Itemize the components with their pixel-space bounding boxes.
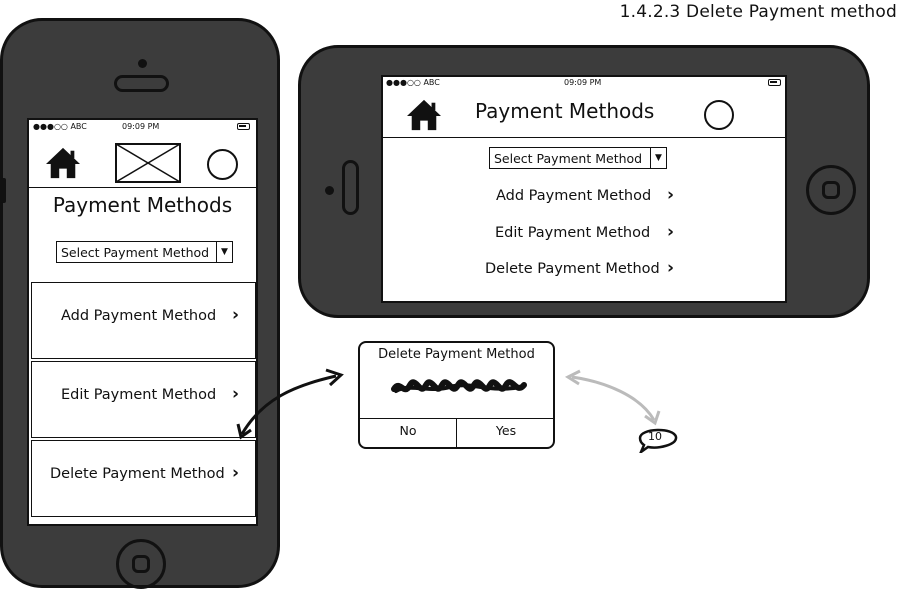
arrowhead-dialog-side-icon — [564, 369, 581, 386]
menu-item-delete-payment-method[interactable]: Delete Payment Method › — [31, 440, 256, 517]
menu-item-delete-payment-method[interactable]: Delete Payment Method › — [443, 258, 683, 281]
battery-icon — [768, 79, 781, 86]
screen-heading: Payment Methods — [52, 193, 233, 217]
status-time: 09:09 PM — [122, 122, 160, 131]
delete-confirm-dialog: Delete Payment Method No Yes — [358, 341, 555, 449]
caret-down-icon: ▼ — [216, 242, 232, 262]
annotation-badge: 10 — [636, 425, 679, 453]
menu-item-add-payment-method[interactable]: Add Payment Method › — [31, 282, 256, 359]
speaker-icon — [114, 75, 169, 92]
speech-bubble-icon — [638, 428, 678, 453]
arrowhead-badge-icon — [644, 410, 661, 426]
battery-icon — [237, 123, 250, 130]
badge-label: 10 — [648, 430, 662, 443]
chevron-right-icon: › — [667, 185, 675, 205]
select-value: Select Payment Method — [494, 151, 643, 166]
chevron-right-icon: › — [232, 305, 240, 325]
menu-item-add-payment-method[interactable]: Add Payment Method › — [443, 185, 683, 208]
home-button[interactable] — [806, 165, 856, 215]
landscape-screen: ●●●○○ ABC 09:09 PM Payment Methods Selec… — [381, 75, 787, 303]
payment-method-select[interactable]: Select Payment Method ▼ — [489, 147, 667, 169]
menu-item-label: Edit Payment Method — [495, 225, 651, 241]
yes-button[interactable]: Yes — [495, 423, 517, 438]
home-icon[interactable] — [405, 98, 443, 132]
side-button — [1, 178, 6, 203]
arrow-dialog-to-badge — [571, 375, 656, 421]
image-placeholder-icon — [115, 143, 181, 183]
home-button-square-icon — [132, 555, 150, 573]
arrowhead-dialog-icon — [325, 368, 344, 387]
chevron-right-icon: › — [232, 384, 240, 404]
status-carrier: ●●●○○ ABC — [386, 78, 440, 87]
payment-method-select[interactable]: Select Payment Method ▼ — [56, 241, 233, 263]
scribble-text-placeholder — [391, 379, 527, 393]
menu-item-label: Delete Payment Method — [485, 261, 660, 277]
home-icon[interactable] — [44, 146, 82, 180]
dialog-button-divider — [456, 418, 457, 449]
portrait-screen: ●●●○○ ABC 09:09 PM Payment Methods Selec… — [27, 118, 258, 526]
chevron-right-icon: › — [667, 258, 675, 278]
menu-item-label: Delete Payment Method — [50, 466, 225, 482]
status-carrier: ●●●○○ ABC — [33, 122, 87, 131]
select-value: Select Payment Method — [61, 245, 210, 260]
landscape-phone-frame: ●●●○○ ABC 09:09 PM Payment Methods Selec… — [298, 45, 870, 318]
menu-item-edit-payment-method[interactable]: Edit Payment Method › — [31, 361, 256, 438]
menu-item-label: Add Payment Method — [496, 188, 652, 204]
dialog-title: Delete Payment Method — [378, 347, 535, 362]
caret-down-icon: ▼ — [650, 148, 666, 168]
screen-heading: Payment Methods — [475, 99, 655, 123]
camera-icon — [325, 186, 334, 195]
circle-icon[interactable] — [704, 100, 734, 130]
menu-item-label: Add Payment Method — [61, 308, 217, 324]
menu-item-edit-payment-method[interactable]: Edit Payment Method › — [443, 222, 683, 245]
home-button[interactable] — [116, 539, 166, 589]
home-button-square-icon — [822, 181, 840, 199]
camera-icon — [138, 59, 147, 68]
status-time: 09:09 PM — [564, 78, 602, 87]
circle-icon[interactable] — [207, 149, 238, 180]
portrait-phone-frame: ●●●○○ ABC 09:09 PM Payment Methods Selec… — [0, 18, 280, 589]
header-divider — [29, 187, 256, 188]
header-divider — [383, 137, 785, 138]
page-title: 1.4.2.3 Delete Payment method — [619, 2, 897, 22]
chevron-right-icon: › — [667, 222, 675, 242]
speaker-icon — [342, 160, 359, 215]
no-button[interactable]: No — [399, 423, 417, 438]
menu-item-label: Edit Payment Method — [61, 387, 217, 403]
chevron-right-icon: › — [232, 463, 240, 483]
